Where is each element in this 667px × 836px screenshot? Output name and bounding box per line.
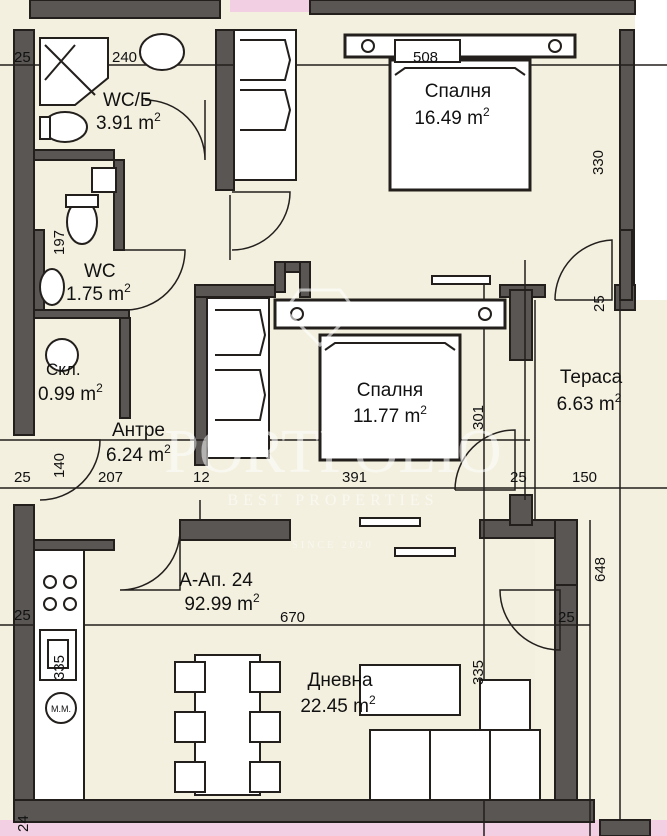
dining-set [174, 654, 281, 796]
walls [13, 0, 651, 836]
dim-150: 150 [572, 469, 597, 486]
storage-name: Скл. [46, 360, 81, 379]
bath-area: 3.91 m2 [96, 110, 161, 134]
dim-25-terrace: 25 [591, 295, 608, 312]
hall-area: 6.24 m2 [106, 442, 171, 466]
hall-name: Антре [112, 420, 165, 441]
living-area: 22.45 m2 [300, 693, 376, 717]
dim-301: 301 [470, 405, 487, 430]
dim-330: 330 [590, 150, 607, 175]
dim-140: 140 [51, 453, 68, 478]
exterior-right [635, 0, 667, 300]
room-labels: Спалня 16.49 m2 WC/Б 3.91 m2 WC 1.75 m2 … [38, 81, 623, 717]
door-swings [39, 99, 613, 651]
living-name: Дневна [307, 670, 373, 691]
dim-391: 391 [342, 469, 367, 486]
dim-25-left: 25 [14, 469, 31, 486]
dim-24: 24 [15, 815, 32, 832]
dim-25-mid: 25 [510, 469, 527, 486]
dim-12: 12 [193, 469, 210, 486]
bedroom1-name: Спалня [425, 81, 491, 102]
bed-bedroom1 [343, 33, 577, 192]
dim-240: 240 [112, 49, 137, 66]
dim-197: 197 [51, 230, 68, 255]
radiators [359, 275, 491, 557]
washer-label: M.M. [51, 704, 71, 714]
watermark-since: SINCE 2020 [292, 540, 373, 551]
kitchen [33, 549, 85, 801]
wardrobe-bedroom1 [233, 29, 297, 181]
terrace-name: Тераса [560, 367, 623, 388]
bed-bedroom2 [273, 298, 507, 462]
living-furniture [359, 664, 541, 801]
bath-fixtures [39, 33, 185, 372]
bedroom2-name: Спалня [357, 380, 423, 401]
dim-25-bottom-left: 25 [14, 607, 31, 624]
diamond-icon [283, 288, 357, 348]
dim-508: 508 [413, 49, 438, 66]
terrace-area: 6.63 m2 [557, 391, 622, 415]
bath-name: WC/Б [103, 90, 152, 111]
neighbor-zone-top [230, 0, 310, 12]
dim-25-right: 25 [558, 609, 575, 626]
apartment-area: 92.99 m2 [184, 591, 260, 615]
dimension-labels: 240 508 25 330 197 25 301 140 25 207 12 … [14, 49, 609, 832]
apartment-name: А-Ап. 24 [179, 570, 253, 591]
bedroom1-area: 16.49 m2 [414, 105, 490, 129]
wardrobe-bedroom2 [206, 297, 270, 459]
dim-670: 670 [280, 609, 305, 626]
watermark-brand: PORTFOLIO [164, 418, 501, 486]
watermark-tagline: BEST PROPERTIES [227, 492, 438, 509]
watermark: PORTFOLIO BEST PROPERTIES SINCE 2020 [164, 288, 502, 551]
dim-335-living: 335 [470, 660, 487, 685]
neighbor-zone-bottom [0, 820, 667, 836]
dim-648: 648 [592, 557, 609, 582]
wc-area: 1.75 m2 [66, 281, 131, 305]
wc-name: WC [84, 261, 116, 282]
dim-25-top-left: 25 [14, 49, 31, 66]
dim-207: 207 [98, 469, 123, 486]
bedroom2-area: 11.77 m2 [353, 403, 427, 427]
storage-area: 0.99 m2 [38, 381, 103, 405]
dim-335-kitchen: 335 [51, 655, 68, 680]
